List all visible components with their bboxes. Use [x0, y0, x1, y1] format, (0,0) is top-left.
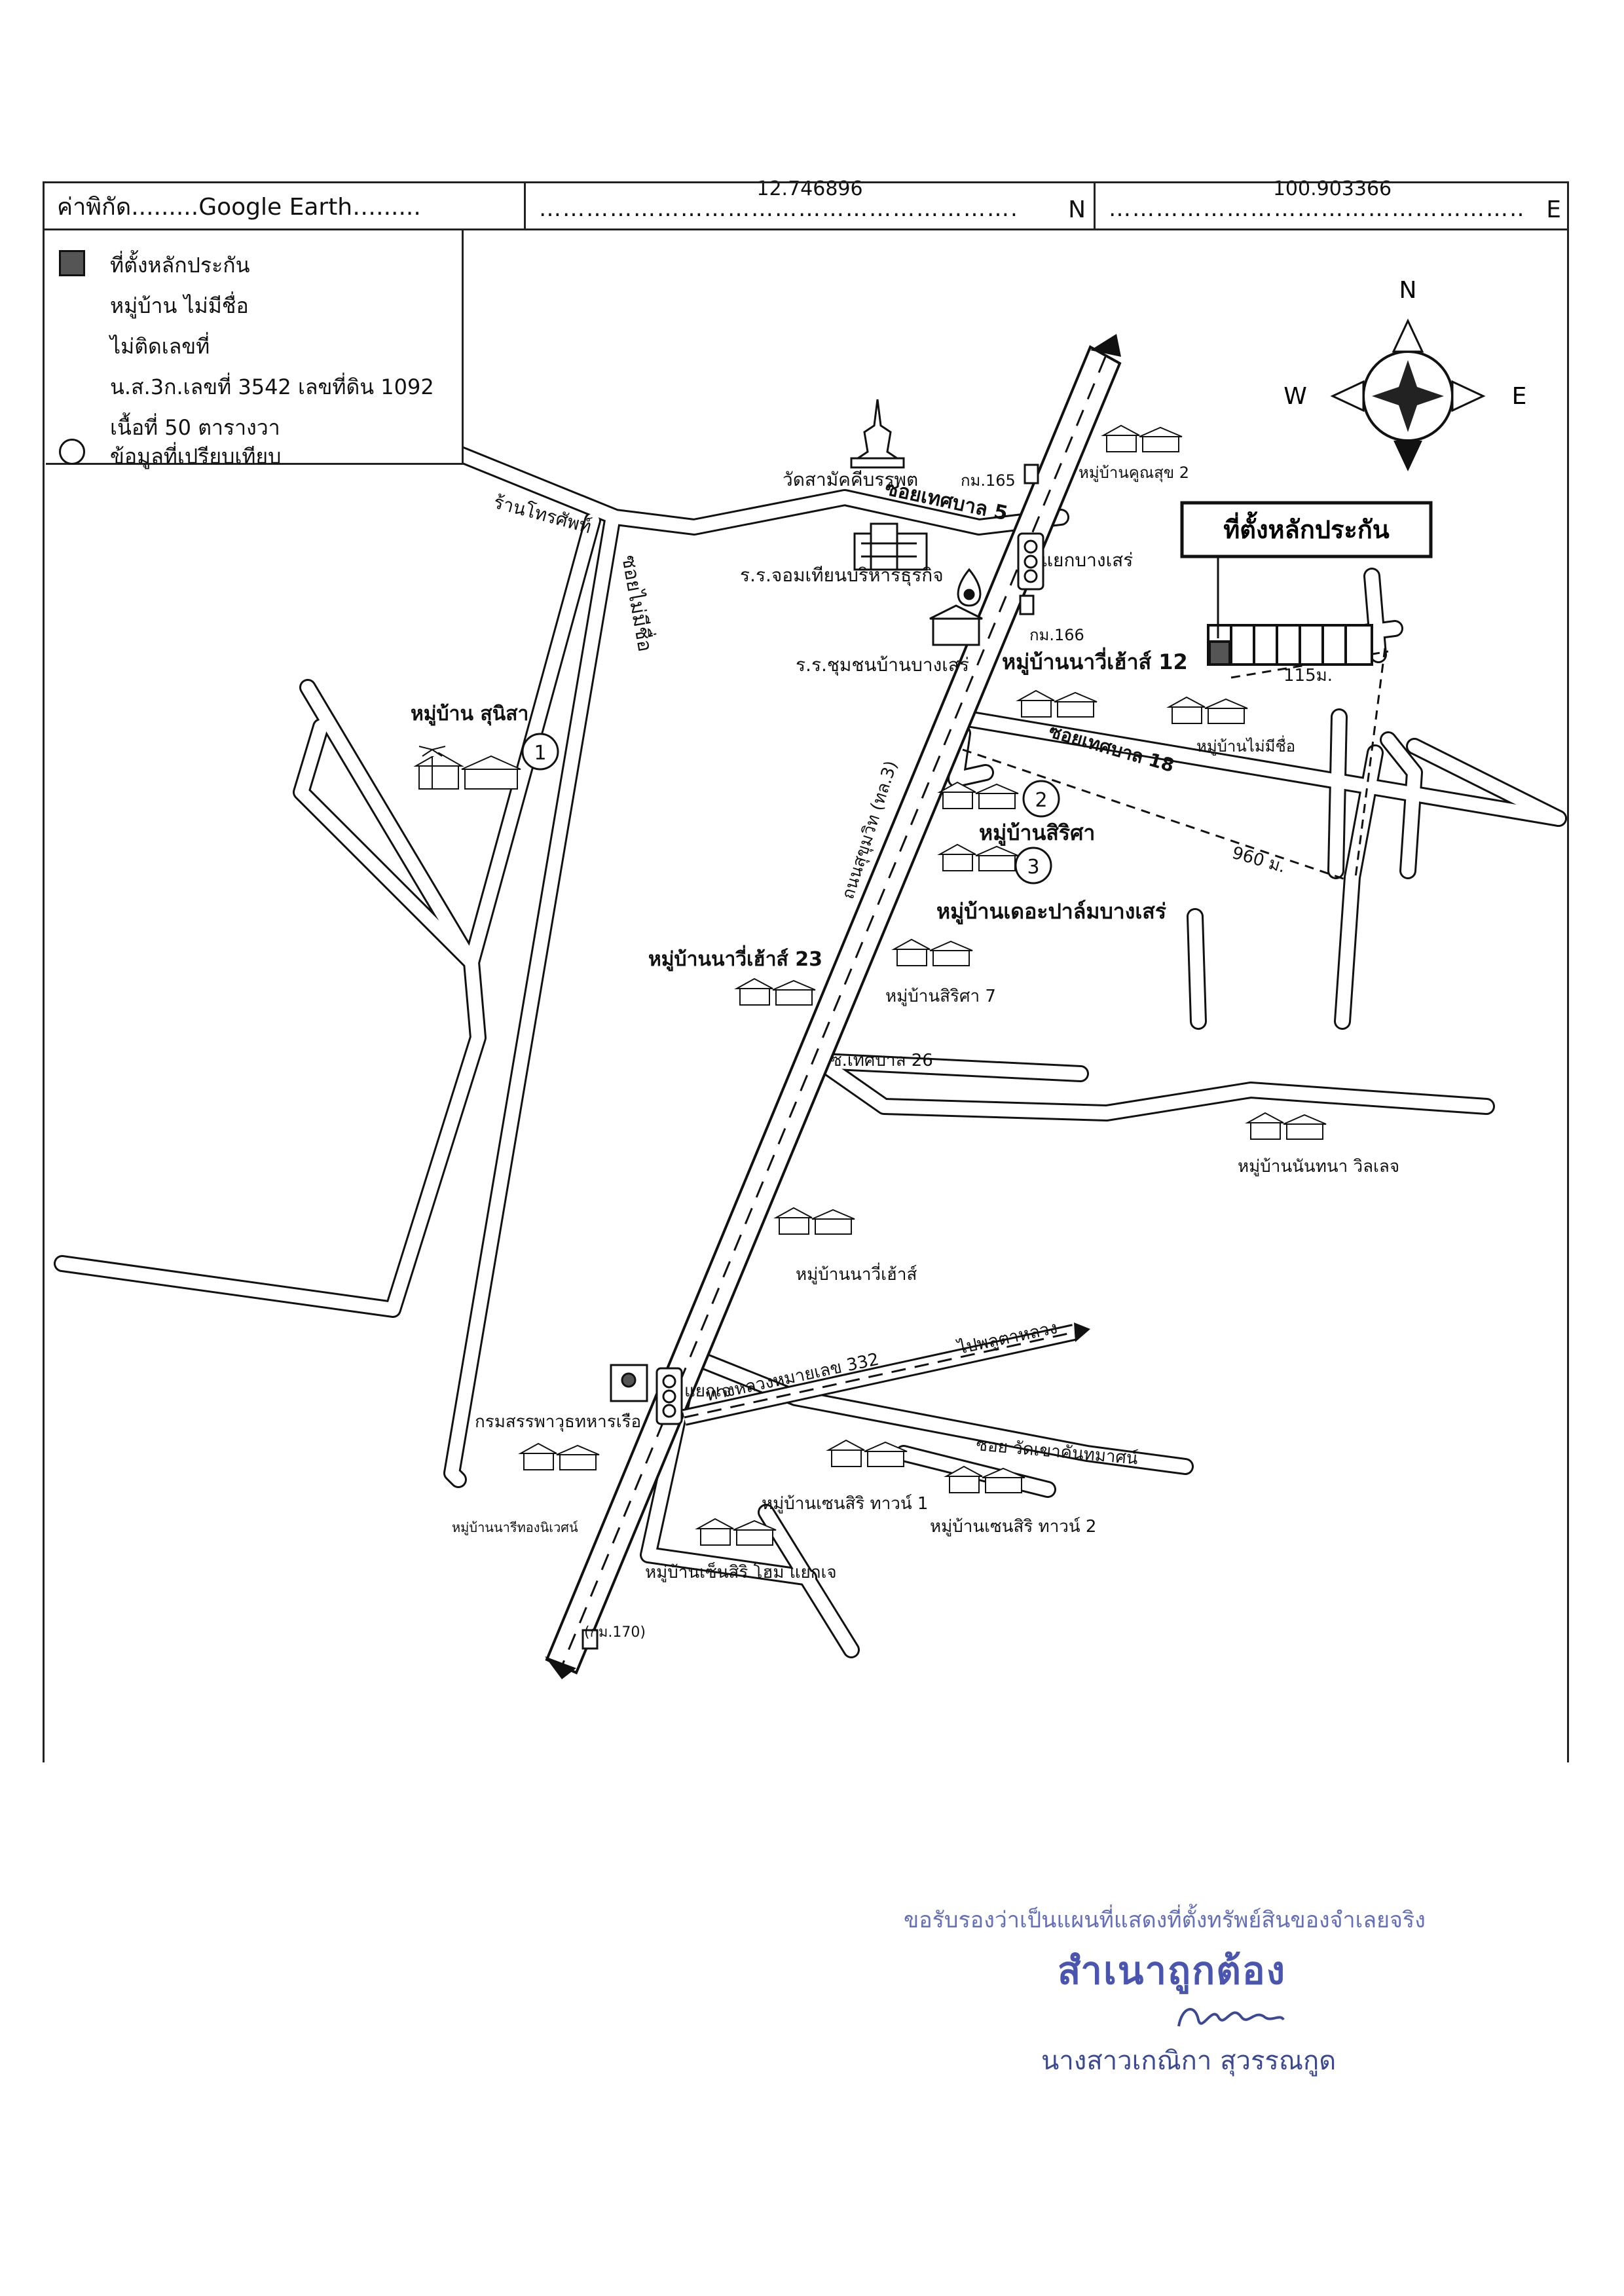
comparison-marker-3 — [1014, 847, 1052, 884]
latitude-value: 12.746896 — [756, 177, 863, 200]
label-yaek-jae: แยกเจ — [684, 1381, 731, 1401]
traffic-light-yaekjae — [655, 1367, 683, 1425]
legend-comparison-circle-icon — [59, 439, 85, 465]
village-icon — [937, 781, 1019, 809]
compass-rose-icon: N E W — [1283, 277, 1526, 471]
km165-marker-icon — [1024, 464, 1039, 484]
coordinate-label: ค่าพิกัด.........Google Earth…...... — [57, 194, 421, 221]
comparison-marker-1 — [521, 733, 559, 771]
km170-marker-icon — [581, 1629, 599, 1650]
label-village-khunsuk: หมู่บ้านคูณสุข 2 — [1079, 464, 1189, 483]
label-yaek-bangsare: แยกบางเสร่ — [1041, 549, 1133, 571]
route-332 — [682, 1322, 1090, 1426]
marker-2-label: 2 — [1035, 789, 1047, 812]
legend-line-3: ไม่ติดเลขที่ — [110, 334, 210, 359]
label-village-senseri-2: หมู่บ้านเซนสิริ ทาวน์ 2 — [930, 1517, 1096, 1537]
label-village-senseri-home: หมู่บ้านเซ็นสิริ โฮม แยกเจ — [645, 1561, 837, 1582]
comparison-markers — [521, 733, 1060, 884]
village-icons — [413, 424, 1327, 1546]
label-village-nanthana: หมู่บ้านนันทนา วิลเลจ — [1238, 1157, 1399, 1176]
label-village-thepalm: หมู่บ้านเดอะปาล์มบางเสร่ — [936, 899, 1166, 925]
legend-line-5: เนื้อที่ 50 ตารางวา — [110, 415, 280, 440]
certification-stamp: ขอรับรองว่าเป็นแผนที่แสดงที่ตั้งทรัพย์สิ… — [884, 1902, 1539, 2098]
label-km165: กม.165 — [961, 471, 1016, 490]
label-distance-960: 960 ม. — [1230, 843, 1287, 877]
label-temple: วัดสามัคคีบรรพต — [783, 469, 918, 490]
longitude-cell: 100.903366 ……………………………………………………. E — [1096, 177, 1569, 228]
gas-station-icon — [957, 568, 982, 607]
longitude-suffix: E — [1546, 196, 1561, 223]
latitude-cell: 12.746896 ……………………………………………………. N — [526, 177, 1096, 228]
village-icon — [695, 1518, 777, 1546]
legend-collateral-swatch — [59, 250, 85, 276]
village-icon — [1166, 696, 1248, 724]
latitude-dots: ……………………………………………………. — [539, 196, 1019, 222]
label-school-commerce: ร.ร.จอมเทียนบริหารธุรกิจ — [740, 564, 944, 587]
stamp-signature — [1177, 2008, 1285, 2027]
legend: ที่ตั้งหลักประกัน หมู่บ้าน ไม่มีชื่อ ไม่… — [46, 230, 464, 469]
village-icon — [826, 1439, 908, 1467]
legend-line-2: หมู่บ้าน ไม่มีชื่อ — [110, 293, 249, 318]
label-village-naree: หมู่บ้านนารีทองนิเวศน์ — [452, 1520, 578, 1536]
map-frame — [43, 181, 1569, 1762]
coordinate-source-cell: ค่าพิกัด.........Google Earth…...... — [43, 181, 526, 228]
label-soi-nameless: ซอยไม่มีชื่อ — [617, 553, 659, 653]
label-village-nameless: หมู่บ้านไม่มีชื่อ — [1196, 735, 1295, 756]
label-village-sirisa-7: หมู่บ้านสิริศา 7 — [885, 987, 996, 1006]
collateral-location-title: ที่ตั้งหลักประกัน — [1223, 511, 1390, 544]
legend-line-6: ข้อมูลที่เปรียบเทียบ — [110, 444, 282, 469]
compass-east: E — [1512, 383, 1527, 410]
label-navy-department: กรมสรรพาวุธทหารเรือ — [475, 1412, 641, 1432]
legend-line-4: น.ส.3ก.เลขที่ 3542 เลขที่ดิน 1092 — [110, 374, 434, 399]
collateral-plots — [1207, 556, 1373, 666]
label-village-nawee-12: หมู่บ้านนาวี่เฮ้าส์ 12 — [1002, 647, 1188, 676]
stamp-certified-copy: สำเนาถูกต้อง — [1058, 1948, 1287, 1993]
label-village-senseri-1: หมู่บ้านเซนสิริ ทาวน์ 1 — [762, 1494, 928, 1514]
temple-pagoda-icon — [850, 399, 905, 469]
label-village-sunisa: หมู่บ้าน สุนิสา — [411, 702, 528, 726]
stamp-signer-name: นางสาวเกณิกา สุวรรณกูด — [1041, 2046, 1337, 2076]
traffic-light-bangsare — [1017, 532, 1044, 591]
legend-line-1: ที่ตั้งหลักประกัน — [110, 253, 250, 278]
village-icon — [937, 843, 1019, 871]
navy-department-icon — [610, 1364, 648, 1402]
village-icon — [1101, 424, 1183, 452]
marker-3-label: 3 — [1027, 856, 1039, 879]
label-soi-thetsaban-26: ซ.เทศบาล 26 — [830, 1051, 933, 1070]
km-markers — [581, 464, 1039, 1650]
stamp-certification-text: ขอรับรองว่าเป็นแผนที่แสดงที่ตั้งทรัพย์สิ… — [904, 1907, 1426, 1933]
latitude-suffix: N — [1068, 196, 1086, 223]
km166-marker-icon — [1019, 594, 1035, 615]
village-icon — [773, 1207, 855, 1235]
village-icon — [1016, 689, 1098, 718]
village-icon — [734, 977, 816, 1006]
village-icon — [891, 938, 973, 966]
label-school-community: ร.ร.ชุมชนบ้านบางเสร่ — [796, 654, 969, 676]
marker-1-label: 1 — [534, 742, 546, 765]
label-village-nawee-23: หมู่บ้านนาวี่เฮ้าส์ 23 — [648, 945, 822, 972]
school-building-icon — [853, 522, 928, 571]
label-distance-115: 115ม. — [1283, 666, 1333, 685]
village-icon — [413, 746, 521, 790]
village-icon — [518, 1442, 600, 1470]
coordinate-header: ค่าพิกัด.........Google Earth…...... 12.… — [43, 177, 1569, 230]
compass-west: W — [1283, 383, 1307, 410]
longitude-dots: ……………………………………………………. — [1109, 196, 1523, 222]
label-village-sirisa: หมู่บ้านสิริศา — [979, 820, 1095, 847]
longitude-value: 100.903366 — [1272, 177, 1392, 200]
compass-north: N — [1399, 277, 1417, 304]
school-community-icon — [929, 604, 983, 646]
comparison-marker-labels: 1 2 3 — [534, 742, 1047, 879]
label-km166: กม.166 — [1029, 626, 1084, 644]
highway-north-arrow — [1090, 334, 1121, 357]
comparison-marker-2 — [1022, 780, 1060, 818]
village-icon — [944, 1465, 1025, 1493]
collateral-plot — [1208, 640, 1231, 666]
label-village-nawee: หมู่บ้านนาวี่เฮ้าส์ — [796, 1262, 917, 1285]
highway-sukhumvit — [545, 334, 1122, 1679]
village-icon — [1245, 1112, 1327, 1140]
highway-south-arrow — [545, 1656, 576, 1679]
label-km170: (กม.170) — [584, 1624, 646, 1641]
